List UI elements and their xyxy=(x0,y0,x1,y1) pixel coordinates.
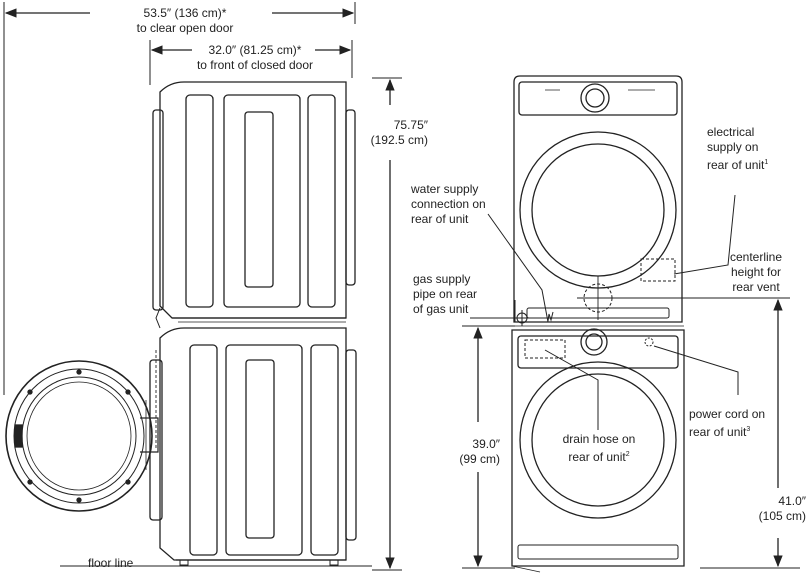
drain-footnote: 2 xyxy=(625,451,630,458)
gas-line-1: gas supply xyxy=(413,272,471,286)
drain-leader xyxy=(544,349,599,430)
drain-line-1: drain hose on xyxy=(562,432,636,446)
electrical-line-1: electrical xyxy=(707,125,755,139)
vent-height-label: 41.0″ (105 cm) xyxy=(718,494,806,524)
electrical-leader xyxy=(673,194,736,275)
side-view xyxy=(3,2,402,571)
gas-supply-label: gas supply pipe on rear of gas unit xyxy=(413,272,477,317)
total-height-inches: 75.75″ xyxy=(393,118,428,132)
open-door-caption: to clear open door xyxy=(136,21,234,35)
closed-door-clearance-label: 32.0″ (81.25 cm)* to front of closed doo… xyxy=(170,43,340,73)
open-washer-door xyxy=(5,360,159,512)
open-door-dimension-line xyxy=(3,2,356,395)
electrical-line-3: rear of unit1 xyxy=(707,155,768,173)
dryer-front xyxy=(513,75,790,323)
electrical-footnote: 1 xyxy=(764,159,769,166)
total-height-label: 75.75″ (192.5 cm) xyxy=(340,118,428,148)
gas-line-2: pipe on rear xyxy=(413,287,478,301)
vent-line-3: rear vent xyxy=(732,280,780,294)
power-line-2: rear of unit3 xyxy=(689,422,765,440)
electrical-line-2: supply on xyxy=(707,140,759,154)
gas-line-3: of gas unit xyxy=(413,302,469,316)
washer-height-label: 39.0″ (99 cm) xyxy=(440,437,500,467)
vent-height-dimension-line xyxy=(700,298,800,569)
open-door-dimension: 53.5″ (136 cm)* xyxy=(140,6,230,21)
dryer-side xyxy=(152,81,356,329)
power-line-1: power cord on xyxy=(689,407,766,421)
water-leader xyxy=(487,213,549,323)
gas-supply-symbol xyxy=(470,300,530,326)
total-height-dimension-line xyxy=(372,77,402,571)
total-height-cm: (192.5 cm) xyxy=(370,133,428,148)
water-supply-label: water supply connection on rear of unit xyxy=(411,182,486,227)
power-line-2-text: rear of unit xyxy=(689,425,747,439)
washer-height-dimension-line xyxy=(462,325,515,569)
power-leader xyxy=(653,345,739,395)
vent-height-inches: 41.0″ xyxy=(778,494,806,508)
water-line-3: rear of unit xyxy=(411,212,469,226)
vent-line-2: height for xyxy=(730,265,782,279)
closed-door-dimension: 32.0″ (81.25 cm)* xyxy=(205,43,305,58)
closed-door-dimension-line xyxy=(149,40,353,85)
floor-line-label: floor line xyxy=(88,556,134,570)
electrical-line-3-text: rear of unit xyxy=(707,158,765,172)
rear-vent-centerline-label: centerline height for rear vent xyxy=(704,250,808,295)
washer-height-inches: 39.0″ xyxy=(472,437,500,451)
closed-door-caption: to front of closed door xyxy=(196,58,314,72)
power-cord-label: power cord on rear of unit3 xyxy=(689,407,765,440)
vent-line-1: centerline xyxy=(729,250,783,264)
vent-height-cm: (105 cm) xyxy=(758,509,806,523)
water-line-1: water supply xyxy=(411,182,479,196)
front-view xyxy=(462,75,800,573)
washer-height-cm: (99 cm) xyxy=(459,452,500,466)
water-line-2: connection on xyxy=(411,197,486,211)
drain-line-2-text: rear of unit xyxy=(568,450,626,464)
drain-line-2: rear of unit2 xyxy=(548,447,650,465)
drain-hose-label: drain hose on rear of unit2 xyxy=(548,432,650,465)
power-footnote: 3 xyxy=(746,426,751,433)
open-door-clearance-label: 53.5″ (136 cm)* to clear open door xyxy=(70,6,300,36)
water-supply-symbol xyxy=(547,311,554,322)
electrical-supply-label: electrical supply on rear of unit1 xyxy=(707,125,768,173)
washer-front xyxy=(511,325,685,573)
washer-side xyxy=(149,327,357,566)
